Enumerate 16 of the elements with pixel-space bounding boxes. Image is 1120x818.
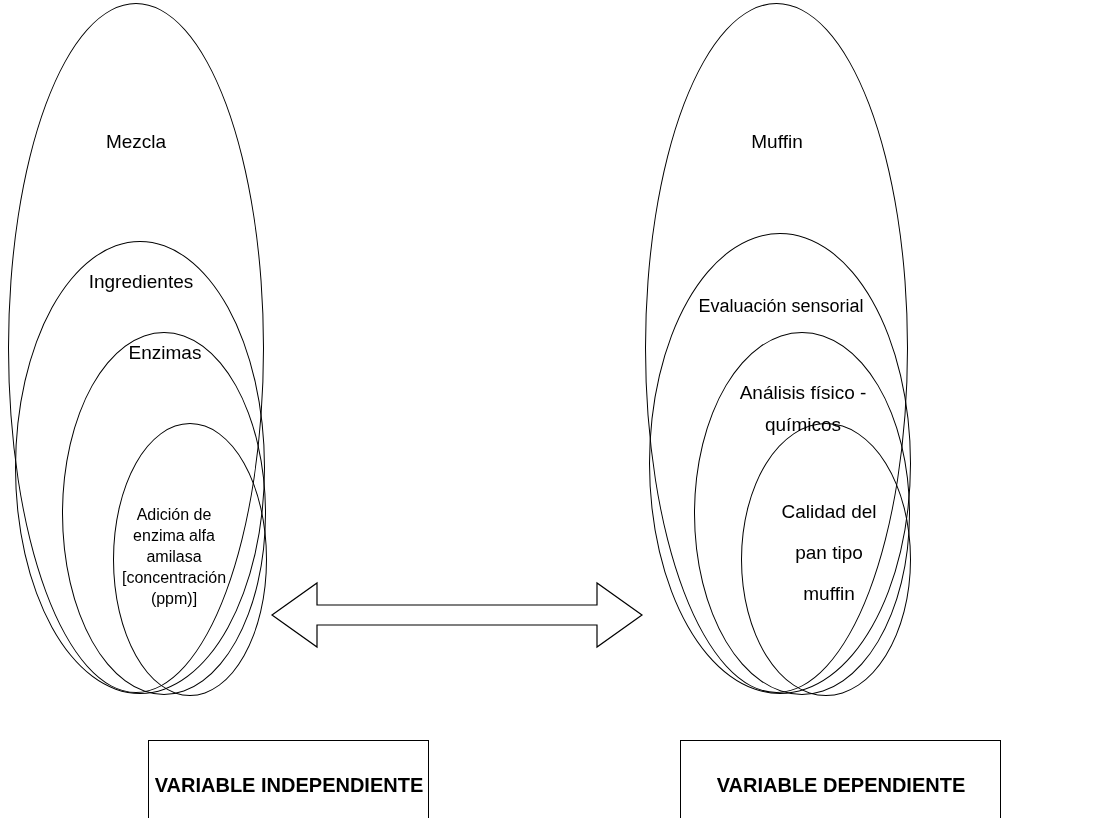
ellipse-node (15, 241, 265, 694)
ellipse-node (645, 3, 908, 693)
label-box (680, 740, 1001, 818)
label-box (148, 740, 429, 818)
node-label: Muffin (750, 130, 804, 154)
variable-label: VARIABLE DEPENDIENTE (715, 773, 967, 797)
node-label: Evaluación sensorial (697, 295, 865, 318)
ellipse-node (649, 233, 911, 694)
node-label: Adición de enzima alfa amilasa [concentración (ppm)] (120, 505, 228, 609)
node-label: Enzimas (127, 341, 203, 365)
node-label: Ingredientes (87, 270, 195, 294)
node-label: Calidad del pan tipo muffin (780, 500, 878, 606)
variable-label: VARIABLE INDEPENDIENTE (154, 773, 424, 797)
double-arrow (270, 581, 644, 649)
node-label: Análisis físico - químicos (738, 381, 868, 437)
node-label: Mezcla (104, 130, 168, 154)
